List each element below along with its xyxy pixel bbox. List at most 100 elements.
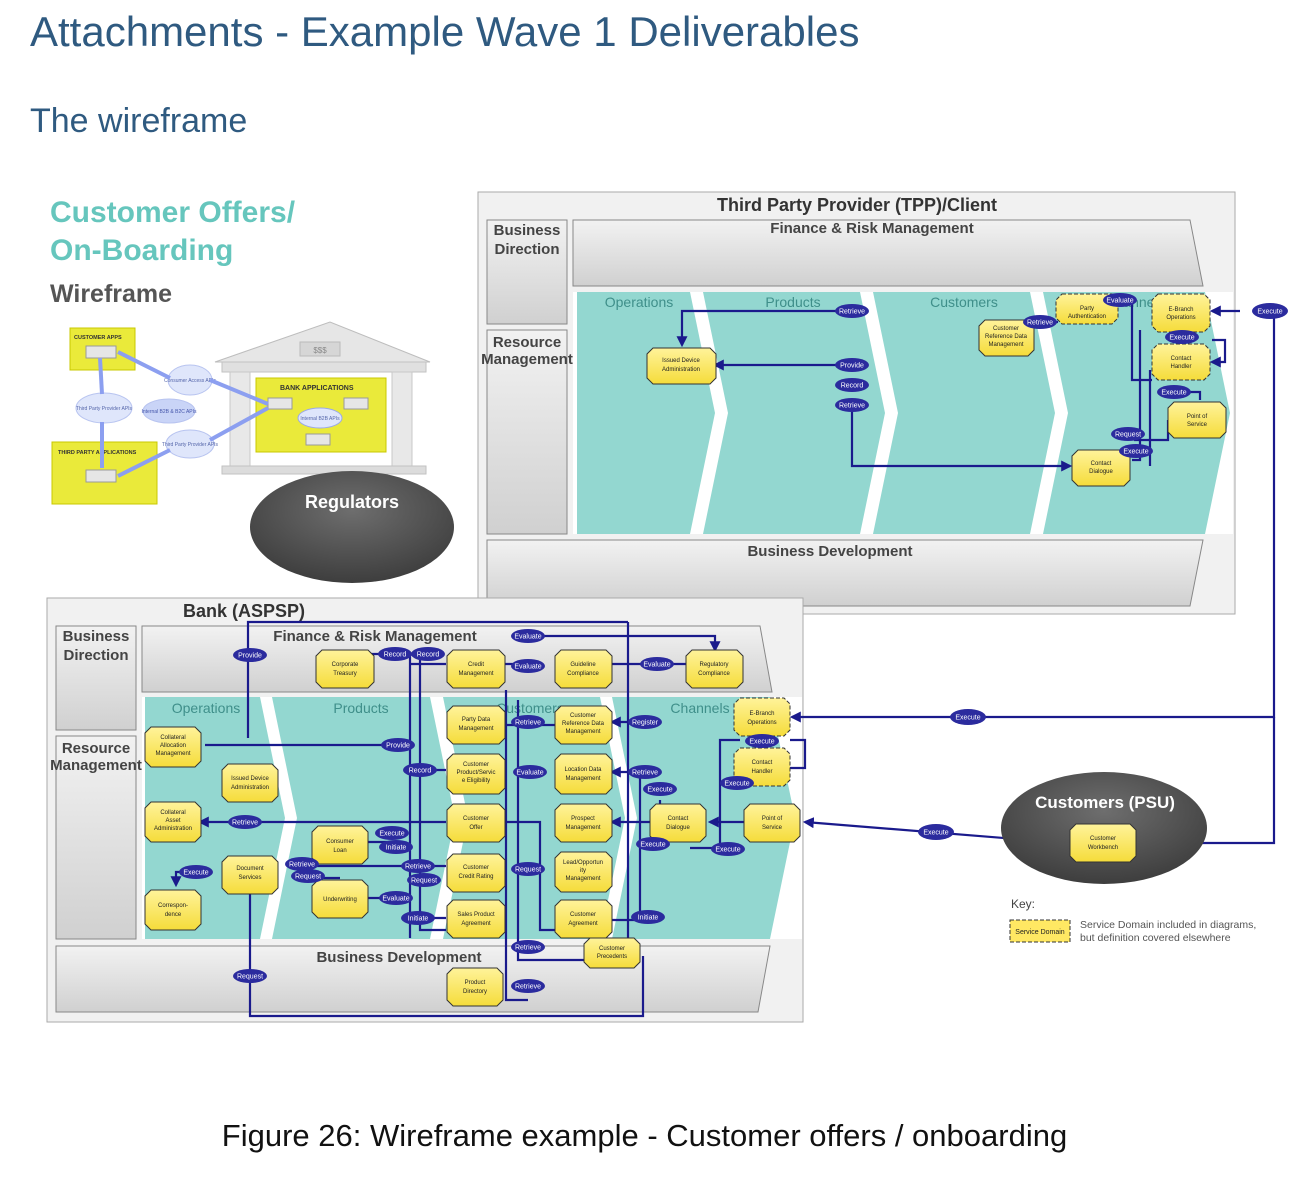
svg-text:Issued Device: Issued Device	[662, 358, 700, 364]
svg-text:Handler: Handler	[1170, 364, 1191, 370]
internal-apis-cloud	[297, 407, 343, 429]
api-cloud-label: Third Party Provider APIs	[162, 442, 219, 448]
svg-text:Agreement: Agreement	[568, 921, 598, 927]
bank-oval-record: Record	[411, 647, 445, 661]
tpp-point-of-service: Point of Service	[1167, 401, 1227, 439]
svg-text:Management: Management	[458, 726, 493, 732]
svg-text:Asset: Asset	[165, 818, 180, 824]
svg-text:Party Data: Party Data	[462, 717, 491, 723]
svg-text:Execute: Execute	[183, 870, 208, 877]
svg-text:Management: Management	[565, 825, 600, 831]
svg-text:Customer: Customer	[463, 816, 489, 822]
svg-text:Execute: Execute	[715, 847, 740, 854]
svg-text:Evaluate: Evaluate	[516, 770, 543, 777]
svg-text:Retrieve: Retrieve	[1027, 320, 1053, 327]
tpp-oval-provide: Provide	[835, 358, 869, 372]
svg-text:Request: Request	[411, 878, 437, 885]
svg-text:Document: Document	[236, 866, 264, 872]
tpp-zone-customers-label: Customers	[930, 294, 998, 310]
tpp-business-development-band	[486, 539, 1204, 607]
svg-text:Loan: Loan	[333, 848, 346, 854]
bank-oval-request: Request	[407, 873, 441, 887]
bank-document-services: Document Services	[221, 855, 279, 895]
svg-text:Execute: Execute	[1161, 390, 1186, 397]
svg-text:Location Data: Location Data	[564, 767, 602, 773]
customers-psu: Customers (PSU) Customer Workbench	[1001, 772, 1207, 884]
svg-text:Credit Rating: Credit Rating	[458, 874, 493, 880]
svg-text:Reference Data: Reference Data	[985, 334, 1028, 340]
svg-text:Dialogue: Dialogue	[666, 825, 690, 831]
api-cloud	[165, 429, 215, 459]
svg-text:Prospect: Prospect	[571, 816, 595, 822]
offers-title-line2: On-Boarding	[50, 234, 234, 267]
svg-text:Execute: Execute	[379, 831, 404, 838]
bank-issued-device-admin: Issued Device Administration	[221, 763, 279, 803]
bank-oval-evaluate: Evaluate	[511, 629, 545, 643]
svg-text:Record: Record	[409, 768, 432, 775]
svg-text:Provide: Provide	[238, 653, 262, 660]
svg-text:Management: Management	[458, 671, 493, 677]
svg-text:Agreement: Agreement	[461, 921, 491, 927]
svg-text:Evaluate: Evaluate	[514, 664, 541, 671]
svg-text:Request: Request	[237, 974, 263, 981]
bank-business-direction	[55, 625, 137, 731]
tpp-bd-line2: Direction	[494, 241, 559, 258]
svg-text:E-Branch: E-Branch	[749, 711, 774, 717]
svg-text:ity: ity	[580, 868, 586, 874]
svg-text:Retrieve: Retrieve	[232, 820, 258, 827]
bank-contact-handler: Contact Handler	[733, 747, 791, 787]
svg-text:Record: Record	[384, 652, 407, 659]
api-cloud-label: Consumer Access APIs	[164, 378, 216, 384]
svg-text:Operations: Operations	[1166, 315, 1195, 321]
svg-text:Collateral: Collateral	[160, 735, 185, 741]
bank-oval-retrieve: Retrieve	[228, 815, 262, 829]
offers-title-line1: Customer Offers/	[50, 196, 296, 229]
bank-bizdev-label: Business Development	[316, 949, 481, 966]
tpp-zone-products	[703, 292, 885, 534]
tpp-oval-execute: Execute	[1157, 385, 1191, 399]
bank-column	[391, 371, 413, 467]
tpp-party-authentication: Party Authentication	[1055, 293, 1119, 325]
api-cloud	[142, 398, 196, 424]
bank-oval-initiate: Initiate	[401, 911, 435, 925]
svg-text:Compliance: Compliance	[698, 671, 730, 677]
bank-product-directory: Product Directory	[446, 967, 504, 1007]
bank-contact-dialogue: Contact Dialogue	[649, 803, 707, 843]
tpp-oval-execute: Execute	[1119, 444, 1153, 458]
app-icon	[267, 397, 293, 410]
tpp-rm-line1: Resource	[493, 334, 561, 351]
bank-correspondence: Correspon- dence	[144, 889, 202, 931]
svg-text:Retrieve: Retrieve	[515, 945, 541, 952]
bank-oval-evaluate: Evaluate	[379, 891, 413, 905]
bank-collateral-allocation: Collateral Allocation Management	[144, 726, 202, 768]
bank-lead-opportunity-management: Lead/Opportun ity Management	[554, 851, 613, 893]
svg-text:Provide: Provide	[386, 743, 410, 750]
svg-text:Dialogue: Dialogue	[1089, 469, 1113, 475]
svg-text:E-Branch: E-Branch	[1168, 307, 1193, 313]
bank-oval-evaluate: Evaluate	[513, 765, 547, 779]
svg-text:Administration: Administration	[231, 785, 269, 791]
svg-text:Retrieve: Retrieve	[839, 403, 865, 410]
bank-oval-execute-pos: Execute	[918, 824, 954, 840]
key-sample	[1009, 919, 1071, 943]
svg-text:Contact: Contact	[668, 816, 689, 822]
bank-oval-execute: Execute	[375, 826, 409, 840]
svg-text:Service: Service	[1187, 422, 1208, 428]
customer-apps-label: CUSTOMER APPS	[74, 335, 122, 341]
bank-oval-execute: Execute	[636, 837, 670, 851]
svg-text:Point of: Point of	[1187, 414, 1208, 420]
bank-bd-line2: Direction	[63, 647, 128, 664]
svg-text:Product/Servic: Product/Servic	[456, 770, 495, 776]
bank-party-data-management: Party Data Management	[446, 705, 506, 745]
svg-text:Service: Service	[762, 825, 783, 831]
api-cloud-label: Third Party Provider APIs	[76, 406, 133, 412]
svg-text:Contact: Contact	[1091, 461, 1112, 467]
svg-text:Guideline: Guideline	[570, 662, 596, 668]
bank-oval-retrieve: Retrieve	[401, 859, 435, 873]
tpp-oval-retrieve: Retrieve	[1023, 315, 1057, 329]
third-party-apps-label: THIRD PARTY APPLICATIONS	[58, 450, 137, 456]
svg-text:Lead/Opportun: Lead/Opportun	[563, 860, 603, 866]
bank-action-ovals: Provide Record Record Evaluate Evaluate …	[179, 629, 986, 993]
bank-oval-retrieve: Retrieve	[628, 765, 662, 779]
